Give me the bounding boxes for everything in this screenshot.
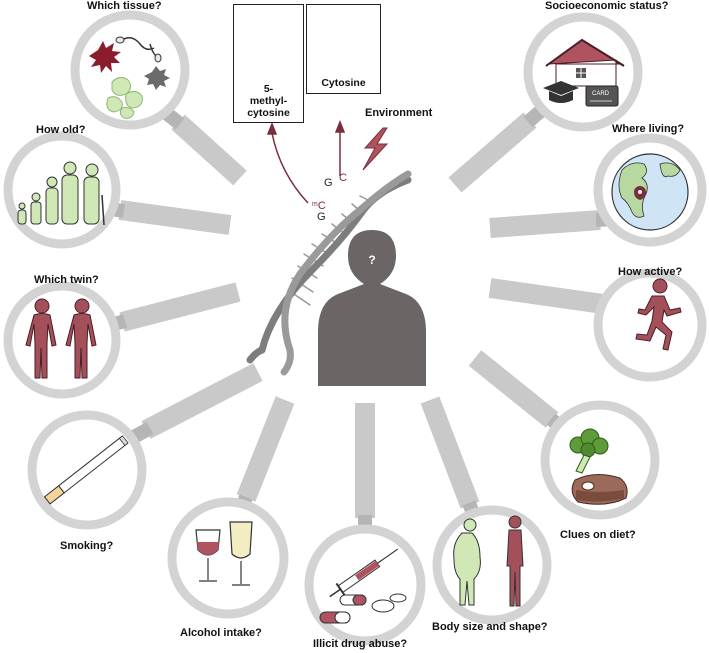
magnifier-handles	[118, 112, 612, 518]
globe-icon	[611, 153, 689, 231]
base-g-right: G	[324, 177, 333, 189]
handle-age	[118, 200, 232, 235]
handle-active	[488, 278, 612, 315]
environment-lightning-icon	[362, 127, 389, 171]
tissue-cells-icon	[89, 36, 170, 119]
card-text: CARD	[592, 91, 610, 97]
label-alcohol-intake: Alcohol intake?	[180, 627, 262, 639]
handle-body	[420, 396, 480, 509]
drugs-syringe-pills-icon	[319, 548, 407, 624]
handle-smoking	[141, 363, 263, 439]
base-c: C	[339, 172, 347, 184]
lens-body	[432, 505, 552, 625]
label-body-size-shape: Body size and shape?	[432, 621, 548, 633]
base-g-left: G	[317, 211, 326, 223]
methylcytosine-box	[233, 4, 304, 123]
base-methyl-c: mC	[312, 200, 326, 212]
cytosine-box	[306, 4, 381, 94]
lens-twin	[3, 281, 121, 399]
label-which-tissue: Which tissue?	[87, 0, 162, 12]
label-socioeconomic-status: Socioeconomic status?	[545, 0, 669, 12]
lens-active	[593, 268, 707, 382]
socioeconomic-icon: CARD	[543, 38, 625, 107]
handle-diet	[468, 350, 559, 428]
methylcytosine-label: 5- methyl- cytosine	[247, 83, 290, 119]
label-how-old: How old?	[36, 124, 86, 136]
handle-alcohol	[236, 396, 295, 502]
label-clues-on-diet: Clues on diet?	[560, 529, 636, 541]
label-where-living: Where living?	[612, 123, 685, 135]
person-question-mark: ?	[368, 253, 375, 267]
twins-icon	[25, 298, 97, 379]
label-smoking: Smoking?	[60, 540, 114, 552]
age-people-icon	[17, 161, 105, 226]
dna-helix	[246, 170, 412, 376]
cytosine-label: Cytosine	[321, 77, 366, 89]
label-how-active: How active?	[618, 266, 683, 278]
handle-tissue	[171, 114, 247, 186]
diet-broccoli-steak-icon	[569, 428, 628, 505]
label-illicit-drug-abuse: Illicit drug abuse?	[313, 638, 408, 650]
handle-ses	[448, 112, 537, 193]
cigarette-icon	[43, 435, 129, 505]
body-shapes-icon	[453, 515, 524, 607]
wine-glasses-icon	[195, 521, 253, 586]
methylation-arrows	[266, 119, 346, 204]
lens-drugs	[304, 524, 426, 646]
runner-icon	[635, 278, 682, 351]
central-person: ?	[318, 230, 426, 386]
handle-twin	[119, 282, 241, 332]
label-which-twin: Which twin?	[34, 274, 99, 286]
lens-alcohol	[167, 497, 289, 619]
environment-label: Environment	[365, 107, 433, 119]
handle-living	[489, 210, 601, 238]
